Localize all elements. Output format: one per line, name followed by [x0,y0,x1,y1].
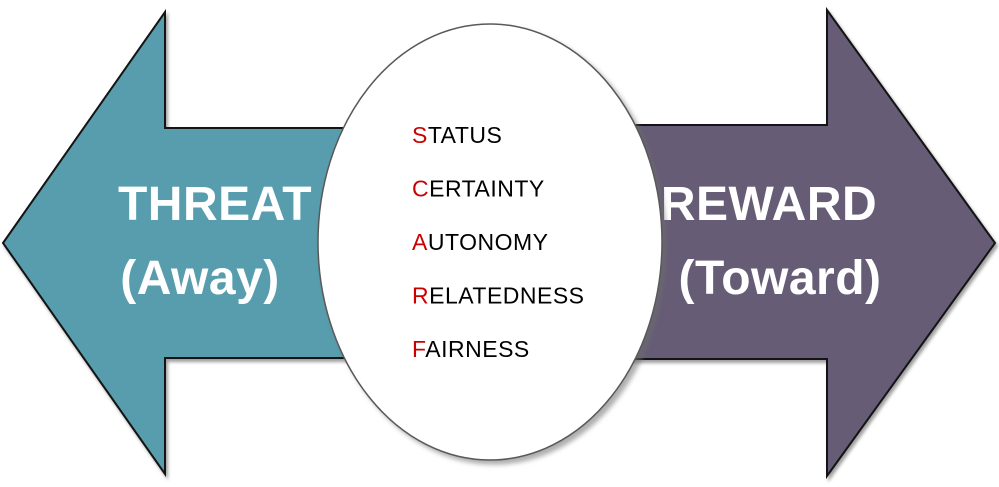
scarf-initial-r: R [412,283,429,309]
scarf-ellipse [317,23,663,461]
scarf-initial-s: S [412,122,428,148]
scarf-item-certainty: CERTAINTY [412,176,545,202]
scarf-rest-relatedness: ELATEDNESS [429,283,584,309]
scarf-item-autonomy: AUTONOMY [412,229,548,255]
threat-label: THREAT [118,178,312,231]
reward-label: REWARD [661,178,877,231]
scarf-initial-a: A [412,229,428,255]
scarf-initial-f: F [412,336,426,362]
scarf-center: STATUS CERTAINTY AUTONOMY RELATEDNESS FA… [317,23,663,461]
reward-sublabel: (Toward) [678,252,881,305]
threat-arrow: THREAT (Away) [1,8,521,478]
scarf-rest-autonomy: UTONOMY [428,229,549,255]
scarf-rest-fairness: AIRNESS [425,336,529,362]
scarf-rest-status: TATUS [428,122,502,148]
scarf-item-fairness: FAIRNESS [412,336,530,362]
scarf-initial-c: C [412,176,429,202]
scarf-rest-certainty: ERTAINTY [429,176,545,202]
threat-sublabel: (Away) [120,252,280,305]
scarf-item-status: STATUS [412,122,502,148]
scarf-item-relatedness: RELATEDNESS [412,283,585,309]
